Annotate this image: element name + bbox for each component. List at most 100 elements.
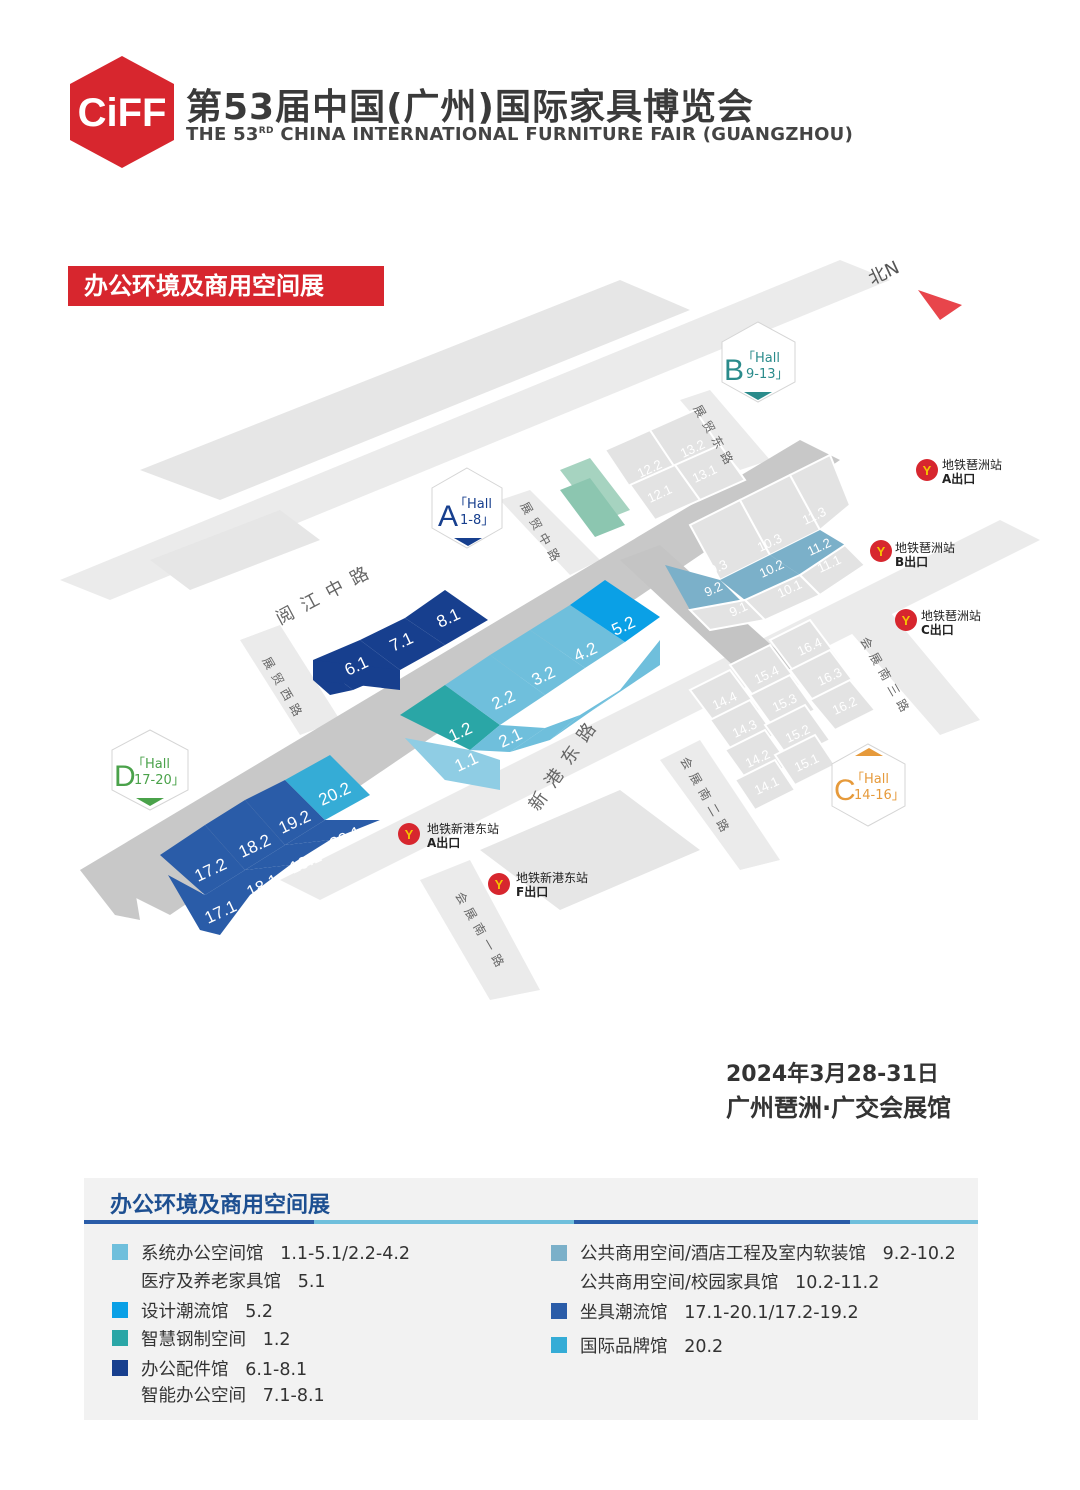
- svg-text:9-13」: 9-13」: [746, 367, 789, 382]
- city-block: [140, 280, 690, 500]
- event-date: 2024年3月28-31日: [726, 1062, 939, 1087]
- legend-item: 智能办公空间 7.1-8.1: [141, 1386, 325, 1406]
- north-arrow-icon: [918, 290, 962, 320]
- hall-2-1: [470, 725, 545, 752]
- svg-text:Y: Y: [405, 827, 414, 842]
- hall-11-1: [798, 543, 867, 597]
- hall-19-2: [245, 780, 325, 845]
- svg-text:1-8」: 1-8」: [460, 513, 494, 528]
- hall-8-1: [405, 590, 488, 645]
- svg-text:Y: Y: [923, 463, 932, 478]
- zhanmao-dong-band: [680, 390, 770, 470]
- hall-1-1b: [405, 738, 500, 780]
- zhanmao-xi-band: [240, 625, 340, 735]
- legend-swatch: [551, 1337, 567, 1353]
- svg-text:Y: Y: [877, 544, 886, 559]
- city-block: [480, 790, 700, 910]
- legend-item: 办公配件馆 6.1-8.1: [141, 1360, 308, 1380]
- hall-9-2: [665, 565, 740, 610]
- zone-badge-c: C 「Hall 14-16」: [831, 743, 906, 827]
- hall-label: 9.3: [707, 556, 730, 577]
- legend-swatch: [112, 1330, 128, 1346]
- legend-item: 公共商用空间/校园家具馆 10.2-11.2: [580, 1273, 880, 1293]
- svg-text:「Hall: 「Hall: [454, 497, 492, 512]
- hall-17-1: [168, 875, 250, 935]
- svg-text:「Hall: 「Hall: [742, 351, 780, 366]
- svg-text:Y: Y: [495, 877, 504, 892]
- logo-text: CiFF: [78, 91, 167, 135]
- hall-label: 9.2: [702, 578, 725, 599]
- hall-13-1: [673, 443, 747, 502]
- svg-text:B: B: [724, 354, 744, 387]
- legend-divider: [314, 1220, 574, 1224]
- legend-panel: [84, 1178, 978, 1420]
- metro-icon: Y: [870, 540, 892, 562]
- hall-2-2: [445, 655, 545, 725]
- legend-item: 公共商用空间/酒店工程及室内软装馆 9.2-10.2: [580, 1244, 956, 1264]
- hall-7-1: [360, 618, 445, 670]
- legend-item: 设计潮流馆 5.2: [141, 1302, 274, 1322]
- legend-swatch: [112, 1360, 128, 1376]
- svg-text:「Hall: 「Hall: [132, 757, 170, 772]
- city-block: [150, 510, 320, 590]
- hall-5-2: [570, 580, 660, 642]
- hall-18-1: [205, 865, 290, 895]
- hall-4-1: [550, 690, 620, 740]
- hall-18-2: [205, 800, 285, 870]
- hall-16-2: [808, 678, 877, 732]
- legend-divider: [84, 1220, 314, 1224]
- huizhan-nan3-band: [840, 600, 980, 735]
- zone-badge-d: D 「Hall 17-20」: [111, 729, 189, 811]
- huizhan-nan1-band: [420, 860, 540, 1000]
- hall-4-2: [530, 605, 625, 668]
- hall-19-1: [245, 840, 330, 870]
- legend-swatch: [112, 1302, 128, 1318]
- zhanmao-zhong-band: [500, 490, 600, 575]
- venue-map: .road { fill:#ebebeb; } .block { fill:#e…: [60, 257, 1040, 1000]
- huizhan-nan2-band: [660, 740, 780, 870]
- hall-10-2: [720, 555, 800, 600]
- hall-6-1-box: [313, 660, 400, 690]
- ciff-logo: CiFF: [70, 56, 174, 168]
- svg-text:14-16」: 14-16」: [854, 788, 905, 803]
- legend-swatch: [112, 1244, 128, 1260]
- legend-divider: [574, 1220, 850, 1224]
- svg-text:「Hall: 「Hall: [851, 772, 889, 787]
- legend-item: 国际品牌馆 20.2: [580, 1337, 724, 1357]
- hall-17-2: [160, 825, 245, 895]
- legend-divider: [850, 1220, 978, 1224]
- hall-11-2: [770, 530, 845, 575]
- hall-1-2: [400, 685, 500, 750]
- zone-badge-a: A 「Hall 1-8」: [431, 467, 503, 549]
- svg-text:D: D: [114, 760, 136, 793]
- svg-text:C: C: [834, 774, 856, 807]
- hall-11-3: [788, 453, 852, 532]
- svg-text:Y: Y: [902, 613, 911, 628]
- page-title: 第53届中国(广州)国际家具博览会: [186, 87, 755, 128]
- hall-20-2: [285, 755, 370, 820]
- compass-label: 北N: [865, 257, 902, 289]
- corridor-end: [80, 860, 140, 920]
- hall-label: 4.1: [577, 676, 606, 703]
- green-structure: [560, 478, 625, 537]
- legend-title: 办公环境及商用空间展: [110, 1193, 331, 1218]
- legend-item: 医疗及养老家具馆 5.1: [141, 1272, 326, 1292]
- legend-item: 智慧钢制空间 1.2: [141, 1330, 291, 1350]
- road-label-yuejiang: 阅江中路: [272, 558, 381, 629]
- hall-14-1: [733, 758, 797, 812]
- metro-icon: Y: [895, 609, 917, 631]
- page-subtitle: THE 53RD CHINA INTERNATIONAL FURNITURE F…: [186, 124, 854, 145]
- svg-text:A: A: [438, 500, 458, 533]
- legend-swatch: [551, 1245, 567, 1261]
- svg-text:17-20」: 17-20」: [134, 773, 185, 788]
- legend-item: 坐具潮流馆 17.1-20.1/17.2-19.2: [580, 1303, 859, 1323]
- event-venue: 广州琶洲·广交会展馆: [726, 1094, 952, 1122]
- metro-icon: Y: [488, 873, 510, 895]
- hall-label: 9.1: [727, 598, 750, 619]
- legend-item: 系统办公空间馆 1.1-5.1/2.2-4.2: [141, 1244, 411, 1264]
